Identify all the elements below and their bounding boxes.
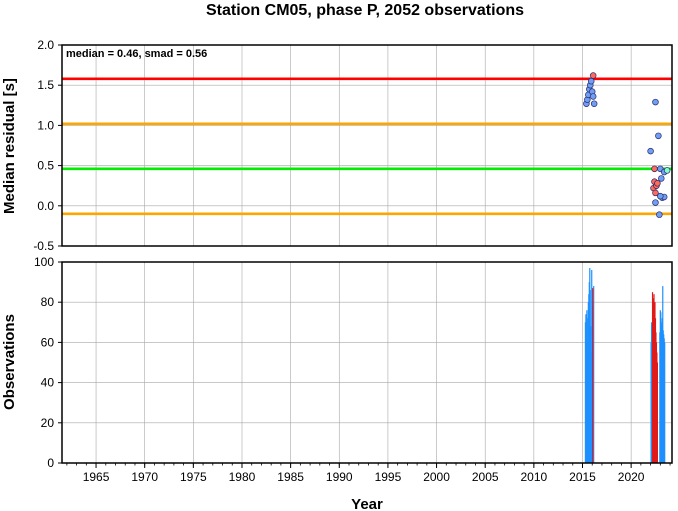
residual-point bbox=[654, 180, 661, 187]
x-axis-label: Year bbox=[351, 496, 383, 511]
residual-point bbox=[651, 165, 658, 173]
count-grid bbox=[62, 261, 672, 464]
count-y-tick-label: 0 bbox=[47, 456, 54, 470]
residual-y-tick-label: 2.0 bbox=[37, 38, 54, 52]
residual-point bbox=[652, 98, 659, 106]
residual-frame bbox=[61, 44, 673, 247]
x-tick-label: 1965 bbox=[83, 470, 110, 484]
residual-point bbox=[647, 147, 654, 155]
residual-point bbox=[658, 175, 665, 182]
count-x-ticks: 1965 1970 1975 1980 1985 1990 1995 2000 2005 2010… bbox=[66, 463, 671, 484]
count-y-tick-label: 20 bbox=[41, 416, 55, 430]
residual-point bbox=[657, 192, 664, 200]
count-frame bbox=[61, 261, 673, 464]
residual-y-axis-label: Median residual [s] bbox=[1, 78, 18, 214]
residual-reference-lines bbox=[62, 77, 672, 216]
x-tick-label: 2010 bbox=[520, 470, 547, 484]
count-bar bbox=[656, 362, 659, 463]
residual-point bbox=[652, 199, 659, 206]
residual-point bbox=[652, 189, 659, 197]
residual-point bbox=[663, 167, 671, 174]
residual-points bbox=[583, 72, 671, 218]
x-tick-label: 1995 bbox=[375, 470, 402, 484]
residual-y-ticks: -0.5 0.0 0.5 1.0 1.5 2.0 bbox=[33, 38, 62, 253]
x-tick-label: 1975 bbox=[180, 470, 207, 484]
count-bar bbox=[664, 342, 666, 463]
residual-y-tick-label: -0.5 bbox=[33, 239, 54, 253]
count-y-tick-label: 40 bbox=[41, 376, 55, 390]
residual-plot-area bbox=[62, 45, 672, 246]
count-bar bbox=[592, 288, 594, 463]
count-bars bbox=[584, 268, 666, 463]
residual-point bbox=[656, 211, 663, 218]
count-panel: 0 20 40 60 80 100 1965 1970 1975 1980 1985 1990 199… bbox=[1, 255, 673, 511]
residual-point bbox=[588, 77, 595, 85]
x-tick-label: 2005 bbox=[472, 470, 499, 484]
count-bar bbox=[593, 286, 595, 463]
residual-y-tick-label: 1.0 bbox=[37, 118, 54, 132]
x-tick-label: 1980 bbox=[229, 470, 256, 484]
residual-annotation: median = 0.46, smad = 0.56 bbox=[66, 48, 207, 60]
residual-point bbox=[589, 93, 597, 100]
residual-y-tick-label: 0.5 bbox=[37, 159, 54, 173]
x-tick-label: 2020 bbox=[618, 470, 645, 484]
count-y-ticks: 0 20 40 60 80 100 bbox=[34, 255, 62, 470]
residual-point bbox=[655, 132, 662, 140]
residual-y-tick-label: 1.5 bbox=[37, 78, 54, 92]
x-tick-label: 1990 bbox=[326, 470, 353, 484]
residual-point bbox=[589, 72, 597, 79]
chart-title: Station CM05, phase P, 2052 observations bbox=[206, 2, 524, 19]
count-y-tick-label: 60 bbox=[41, 335, 55, 349]
residual-point bbox=[590, 100, 598, 107]
count-y-tick-label: 100 bbox=[34, 255, 54, 269]
x-tick-label: 1985 bbox=[277, 470, 304, 484]
count-y-tick-label: 80 bbox=[41, 295, 55, 309]
count-y-axis-label: Observations bbox=[1, 314, 18, 410]
residual-panel: -0.5 0.0 0.5 1.0 1.5 2.0 median = 0.46, smad … bbox=[1, 38, 673, 253]
residual-y-tick-label: 0.0 bbox=[37, 199, 54, 213]
count-plot-area bbox=[62, 262, 672, 463]
x-tick-label: 2015 bbox=[569, 470, 596, 484]
x-tick-label: 1970 bbox=[131, 470, 158, 484]
x-tick-label: 2000 bbox=[423, 470, 450, 484]
